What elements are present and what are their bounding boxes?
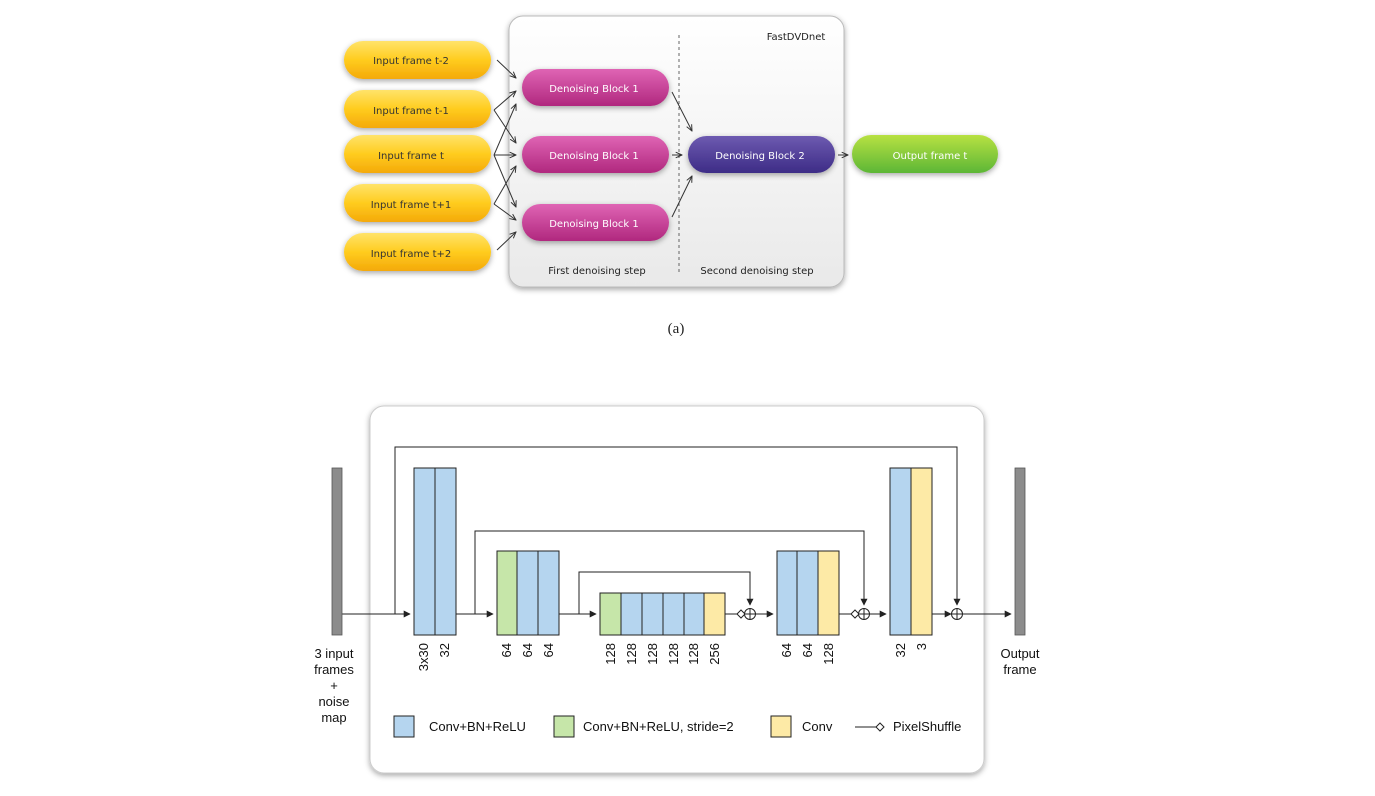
svg-text:Denoising Block 1: Denoising Block 1 xyxy=(549,84,639,95)
legend: Conv+BN+ReLU Conv+BN+ReLU, stride=2 Conv… xyxy=(393,715,961,738)
skip-connections xyxy=(394,446,961,614)
denoising-block-1-middle: Denoising Block 1 xyxy=(522,136,669,173)
svg-text:Conv: Conv xyxy=(802,719,833,734)
input-label: 3 input frames + noise map xyxy=(314,646,354,725)
output-frame: Output frame t xyxy=(852,135,998,173)
channel-label: 128 xyxy=(821,643,836,665)
pixelshuffle-markers xyxy=(736,609,860,619)
svg-text:map: map xyxy=(321,710,346,725)
block-arrows xyxy=(671,91,848,218)
svg-text:Output: Output xyxy=(1000,646,1039,661)
layer-conv xyxy=(703,592,726,636)
channel-label: 128 xyxy=(624,643,639,665)
channel-label: 128 xyxy=(666,643,681,665)
layer-conv-bn-relu-stride xyxy=(599,592,622,636)
svg-text:frames: frames xyxy=(314,662,354,677)
svg-text:Denoising Block 1: Denoising Block 1 xyxy=(549,219,639,230)
channel-label: 32 xyxy=(437,643,452,657)
layer-conv-bn-relu xyxy=(662,592,685,636)
channel-label: 64 xyxy=(520,643,535,657)
svg-text:+: + xyxy=(330,678,338,693)
denoising-block-2: Denoising Block 2 xyxy=(688,136,835,173)
svg-text:Denoising Block 2: Denoising Block 2 xyxy=(715,151,805,162)
input-frame-t-2: Input frame t-2 xyxy=(344,41,491,79)
legend-conv-bn-relu: Conv+BN+ReLU xyxy=(393,715,526,738)
layer-conv xyxy=(817,550,840,636)
channel-label: 256 xyxy=(707,643,722,665)
channel-label: 32 xyxy=(893,643,908,657)
panel-title: FastDVDnet xyxy=(767,32,826,43)
input-frame-t: Input frame t xyxy=(344,135,491,173)
output-label: Output frame xyxy=(1000,646,1039,677)
layer-conv-bn-relu xyxy=(796,550,819,636)
svg-text:PixelShuffle: PixelShuffle xyxy=(893,719,961,734)
channel-label: 128 xyxy=(603,643,618,665)
layer-group-1 xyxy=(413,467,457,636)
denoising-block-1-top: Denoising Block 1 xyxy=(522,69,669,106)
svg-text:Input frame t-2: Input frame t-2 xyxy=(373,56,449,67)
layer-conv xyxy=(910,467,933,636)
input-tensor-bar xyxy=(331,467,343,636)
layer-conv-bn-relu-stride xyxy=(496,550,518,636)
svg-text:Conv+BN+ReLU: Conv+BN+ReLU xyxy=(429,719,526,734)
svg-text:noise: noise xyxy=(318,694,349,709)
step2-label: Second denoising step xyxy=(700,266,813,277)
channel-label: 64 xyxy=(800,643,815,657)
svg-text:Input frame t-1: Input frame t-1 xyxy=(373,106,449,117)
layer-conv-bn-relu xyxy=(434,467,457,636)
channel-label: 64 xyxy=(499,643,514,657)
channel-label: 3x30 xyxy=(416,643,431,671)
legend-conv: Conv xyxy=(770,715,833,738)
legend-pixelshuffle: PixelShuffle xyxy=(855,719,961,734)
layer-group-3 xyxy=(599,592,726,636)
layer-group-4 xyxy=(776,550,840,636)
layer-group-5 xyxy=(889,467,933,636)
sum-nodes xyxy=(744,608,963,620)
step1-label: First denoising step xyxy=(548,266,645,277)
layer-conv-bn-relu xyxy=(776,550,798,636)
input-frame-t-1: Input frame t-1 xyxy=(344,90,491,128)
sum-node xyxy=(744,608,756,620)
channel-label: 128 xyxy=(645,643,660,665)
layer-conv-bn-relu xyxy=(516,550,539,636)
channel-label: 3 xyxy=(914,643,929,650)
channel-labels: 3x30 32 64 64 64 128 128 128 128 128 256… xyxy=(416,643,929,671)
svg-text:Input frame t+2: Input frame t+2 xyxy=(371,249,452,260)
unet-panel xyxy=(369,405,985,774)
legend-conv-bn-relu-stride: Conv+BN+ReLU, stride=2 xyxy=(553,715,734,738)
layer-conv-bn-relu xyxy=(641,592,664,636)
layer-conv-bn-relu xyxy=(413,467,436,636)
svg-text:Denoising Block 1: Denoising Block 1 xyxy=(549,151,639,162)
svg-text:Input frame t: Input frame t xyxy=(378,151,444,162)
sum-node xyxy=(858,608,870,620)
layer-conv-bn-relu xyxy=(889,467,912,636)
bottom-diagram: 3x30 32 64 64 64 128 128 128 128 128 256… xyxy=(314,405,1040,774)
layer-group-2 xyxy=(496,550,560,636)
channel-label: 64 xyxy=(541,643,556,657)
input-frame-t+2: Input frame t+2 xyxy=(344,233,491,271)
channel-label: 64 xyxy=(779,643,794,657)
sum-node xyxy=(951,608,963,620)
svg-text:3 input: 3 input xyxy=(314,646,353,661)
input-arrows xyxy=(493,59,516,251)
svg-text:Input frame t+1: Input frame t+1 xyxy=(371,200,452,211)
output-tensor-bar xyxy=(1014,467,1026,636)
svg-text:Conv+BN+ReLU, stride=2: Conv+BN+ReLU, stride=2 xyxy=(583,719,734,734)
denoising-block-1-bottom: Denoising Block 1 xyxy=(522,204,669,241)
layer-conv-bn-relu xyxy=(683,592,705,636)
layer-conv-bn-relu xyxy=(620,592,643,636)
svg-text:Output frame t: Output frame t xyxy=(893,151,968,162)
svg-text:frame: frame xyxy=(1003,662,1036,677)
layer-conv-bn-relu xyxy=(537,550,560,636)
caption-a: (a) xyxy=(668,321,685,337)
input-frame-t+1: Input frame t+1 xyxy=(344,184,491,222)
channel-label: 128 xyxy=(686,643,701,665)
top-diagram: FastDVDnet Input frame t-2 Input frame t… xyxy=(344,15,998,337)
